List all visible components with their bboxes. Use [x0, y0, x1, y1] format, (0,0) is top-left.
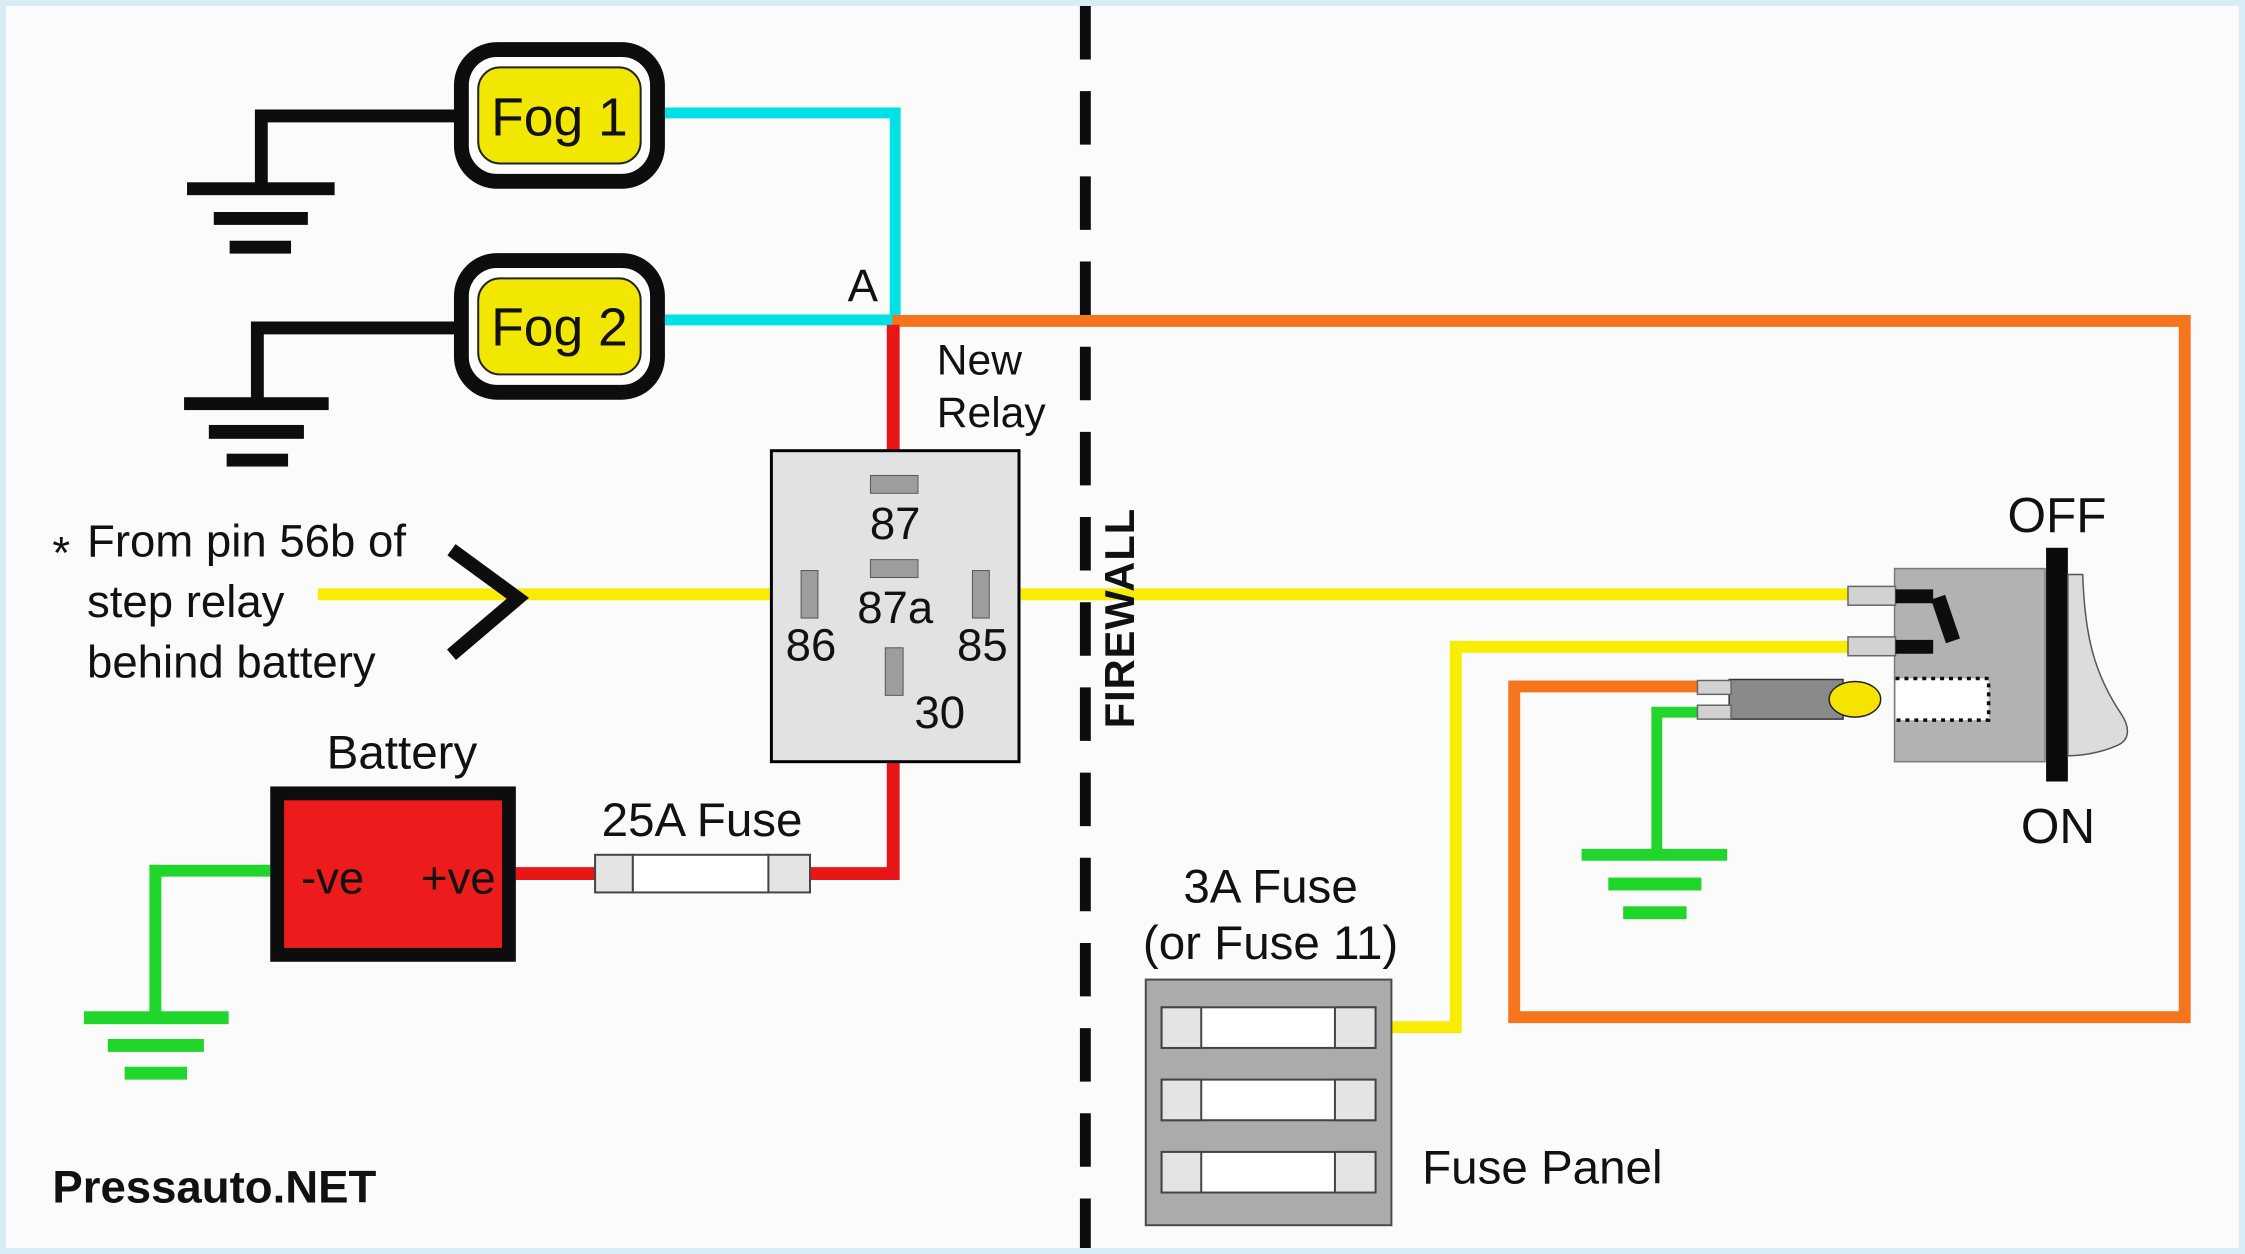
battery-ground-wire [149, 864, 271, 1013]
yellow-wire-fusepanel-to-switch [1375, 640, 1859, 1034]
fuse-3a-label-line1: 3A Fuse [1183, 860, 1357, 913]
switch-lever [2067, 573, 2129, 757]
battery-ground-symbol [84, 1011, 229, 1080]
relay-pin85-tab [971, 570, 990, 619]
switch-ground-wire [1651, 706, 1698, 850]
switch-contact-stub-top [1895, 589, 1934, 604]
switch-contact-stub-bottom [1895, 639, 1934, 654]
switch-toggle-plate [2046, 547, 2068, 782]
fog2-ground-symbol [184, 397, 329, 467]
relay-pin86-label: 86 [786, 620, 837, 671]
switch-bulb [1828, 680, 1882, 718]
fog1-ground-symbol [187, 182, 335, 254]
fuse-25a [594, 853, 812, 894]
note-line2: step relay [87, 576, 285, 627]
note-line3: behind battery [87, 637, 376, 688]
step-relay-arrow-icon [446, 544, 530, 661]
fuse-panel [1144, 978, 1393, 1227]
fuse-panel-fuse-2 [1160, 1078, 1377, 1122]
fog1-lamp: Fog 1 [453, 42, 665, 189]
battery-label: Battery [327, 727, 478, 780]
toggle-switch [1847, 547, 2129, 782]
fog2-lamp: Fog 2 [453, 253, 665, 400]
battery-neg-label: -ve [301, 852, 364, 903]
relay-pin30-tab [884, 647, 904, 696]
switch-tab-bottom [1847, 636, 1897, 657]
relay-title-line1: New [937, 336, 1022, 384]
relay-pin87-tab [869, 474, 919, 494]
note-asterisk: * [52, 528, 70, 579]
brand-watermark: Pressauto.NET [52, 1161, 376, 1212]
fuse-panel-fuse-1 [1160, 1006, 1377, 1049]
relay-pin30-label: 30 [914, 687, 965, 738]
switch-contact-arm [1931, 594, 1961, 644]
switch-ground-symbol [1581, 848, 1728, 920]
switch-bulb-slot [1895, 676, 1991, 722]
relay: 87 87a 86 85 30 [769, 449, 1021, 764]
bulb-tab-bottom [1696, 704, 1732, 720]
relay-pin86-tab [800, 570, 819, 619]
fuse-3a-label-line2: (or Fuse 11) [1143, 917, 1398, 970]
relay-pin85-label: 85 [957, 620, 1008, 671]
switch-on-label: ON [2021, 799, 2095, 854]
fog1-label: Fog 1 [491, 89, 628, 148]
junction-a-label: A [848, 260, 879, 311]
relay-pin87a-tab [869, 559, 919, 578]
switch-tab-top [1847, 585, 1897, 606]
bulb-tab-top [1696, 679, 1732, 696]
wiring-diagram: Fog 1 Fog 2 A 87 87a 86 85 30 New Relay … [52, 6, 2191, 1248]
fuse-panel-fuse-3 [1160, 1150, 1377, 1194]
note-line1: From pin 56b of [87, 516, 406, 567]
switch-off-label: OFF [2007, 488, 2106, 543]
orange-wire [892, 315, 2191, 1024]
fuse-25a-label: 25A Fuse [602, 794, 803, 847]
switch-bulb-holder [1696, 678, 1882, 720]
relay-pin87-label: 87 [870, 498, 921, 549]
fuse-panel-label: Fuse Panel [1422, 1142, 1662, 1195]
relay-pin87a-label: 87a [857, 582, 934, 633]
firewall-label: FIREWALL [1096, 508, 1143, 728]
relay-title-line2: Relay [937, 389, 1047, 437]
battery-pos-label: +ve [421, 852, 496, 903]
battery: -ve +ve [270, 786, 516, 962]
step-relay-note: * From pin 56b of step relay behind batt… [52, 516, 406, 688]
fog1-cyan-wire [657, 107, 901, 321]
fog2-label: Fog 2 [491, 299, 628, 358]
